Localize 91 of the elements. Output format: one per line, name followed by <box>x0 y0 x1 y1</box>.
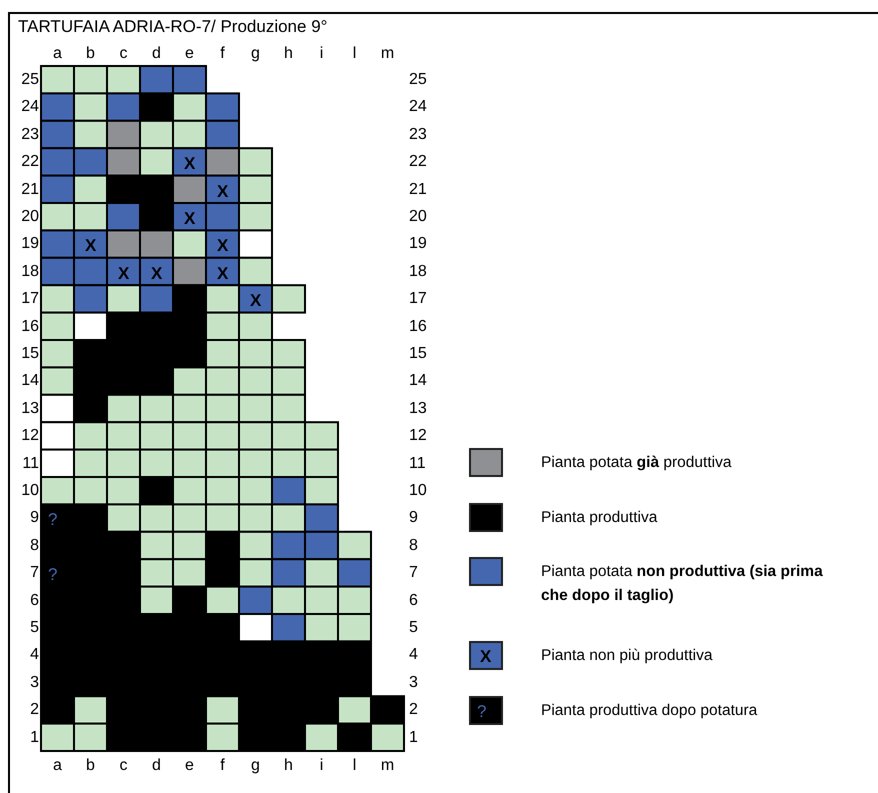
column-letter: h <box>283 758 294 774</box>
column-letter: h <box>283 46 294 62</box>
column-letter: g <box>250 46 261 62</box>
row-number: 9 <box>409 510 419 526</box>
row-number: 3 <box>29 674 39 691</box>
x-mark: X <box>250 292 262 310</box>
row-number: 22 <box>20 154 39 170</box>
question-mark: ? <box>477 703 486 720</box>
row-number: 14 <box>409 373 428 390</box>
row-number: 20 <box>20 209 39 225</box>
row-number: 17 <box>20 291 39 308</box>
column-letter: l <box>352 46 358 62</box>
row-number: 20 <box>409 209 428 225</box>
column-letter: d <box>151 46 162 62</box>
column-letter: f <box>219 758 226 774</box>
row-number: 9 <box>29 510 39 526</box>
row-number: 25 <box>409 72 428 88</box>
column-letter: i <box>318 758 324 774</box>
row-number: 17 <box>409 291 428 308</box>
column-letter: c <box>118 758 128 774</box>
row-number: 21 <box>20 182 39 198</box>
row-number: 2 <box>29 702 39 718</box>
column-letter: i <box>318 46 324 62</box>
x-mark: X <box>217 264 228 282</box>
legend-text: Pianta produttiva <box>541 508 658 528</box>
x-mark: X <box>217 237 228 254</box>
column-letter: g <box>250 758 261 774</box>
question-mark: ? <box>48 511 58 528</box>
row-number: 4 <box>29 647 39 664</box>
row-number: 12 <box>409 428 428 444</box>
legend-text: Pianta produttiva dopo potatura <box>541 701 758 721</box>
title: TARTUFAIA ADRIA-RO-7/ Produzione 9° <box>18 16 328 38</box>
column-letter: f <box>219 46 226 62</box>
row-number: 22 <box>409 154 428 170</box>
row-number: 13 <box>20 400 39 417</box>
row-number: 10 <box>20 483 39 499</box>
row-number: 2 <box>409 702 419 718</box>
row-number: 10 <box>409 483 428 499</box>
row-number: 4 <box>409 647 419 664</box>
column-letter: b <box>85 758 96 774</box>
row-number: 23 <box>20 126 39 143</box>
row-number: 19 <box>409 236 428 252</box>
column-letter: c <box>118 46 128 62</box>
row-number: 1 <box>409 730 419 746</box>
x-mark: X <box>85 237 96 254</box>
row-number: 21 <box>409 182 428 198</box>
row-number: 7 <box>29 565 39 582</box>
row-number: 11 <box>21 456 39 472</box>
row-number: 3 <box>409 674 419 691</box>
legend-text: Pianta non più produttiva <box>541 646 714 666</box>
row-number: 1 <box>29 730 39 746</box>
column-letter: e <box>184 758 195 774</box>
row-number: 24 <box>409 99 428 116</box>
x-mark: X <box>151 264 162 282</box>
column-letter: b <box>85 46 96 62</box>
row-number: 11 <box>409 456 427 472</box>
row-number: 8 <box>409 538 419 554</box>
row-number: 6 <box>409 592 419 609</box>
row-number: 6 <box>29 592 39 609</box>
column-letter: m <box>380 758 396 774</box>
legend-text: Pianta potata già produttiva <box>541 453 732 473</box>
row-number: 16 <box>20 318 39 335</box>
x-mark: X <box>480 648 492 665</box>
x-mark: X <box>118 264 130 282</box>
row-number: 12 <box>20 428 39 444</box>
row-number: 5 <box>409 620 419 636</box>
row-number: 25 <box>20 72 39 88</box>
row-number: 15 <box>409 346 428 362</box>
row-number: 5 <box>29 620 39 636</box>
row-number: 16 <box>409 318 428 335</box>
row-number: 15 <box>20 346 39 362</box>
x-mark: X <box>184 210 196 227</box>
column-letter: m <box>380 46 396 62</box>
row-number: 14 <box>20 373 39 390</box>
column-letter: a <box>52 758 63 774</box>
column-letter: l <box>352 758 358 774</box>
x-mark: X <box>184 155 196 172</box>
row-number: 23 <box>409 126 428 143</box>
row-number: 18 <box>20 264 39 280</box>
question-mark: ? <box>48 566 58 584</box>
row-number: 18 <box>409 264 428 280</box>
column-letter: d <box>151 758 162 774</box>
row-number: 7 <box>409 565 419 582</box>
column-letter: e <box>184 46 195 62</box>
row-number: 19 <box>20 236 39 252</box>
column-letter: a <box>52 46 63 62</box>
row-number: 13 <box>409 400 428 417</box>
x-mark: X <box>217 182 228 200</box>
legend-text: Pianta potata non produttiva (sia prima che dopo il taglio) <box>541 562 824 606</box>
row-number: 8 <box>29 538 39 554</box>
row-number: 24 <box>20 99 39 116</box>
